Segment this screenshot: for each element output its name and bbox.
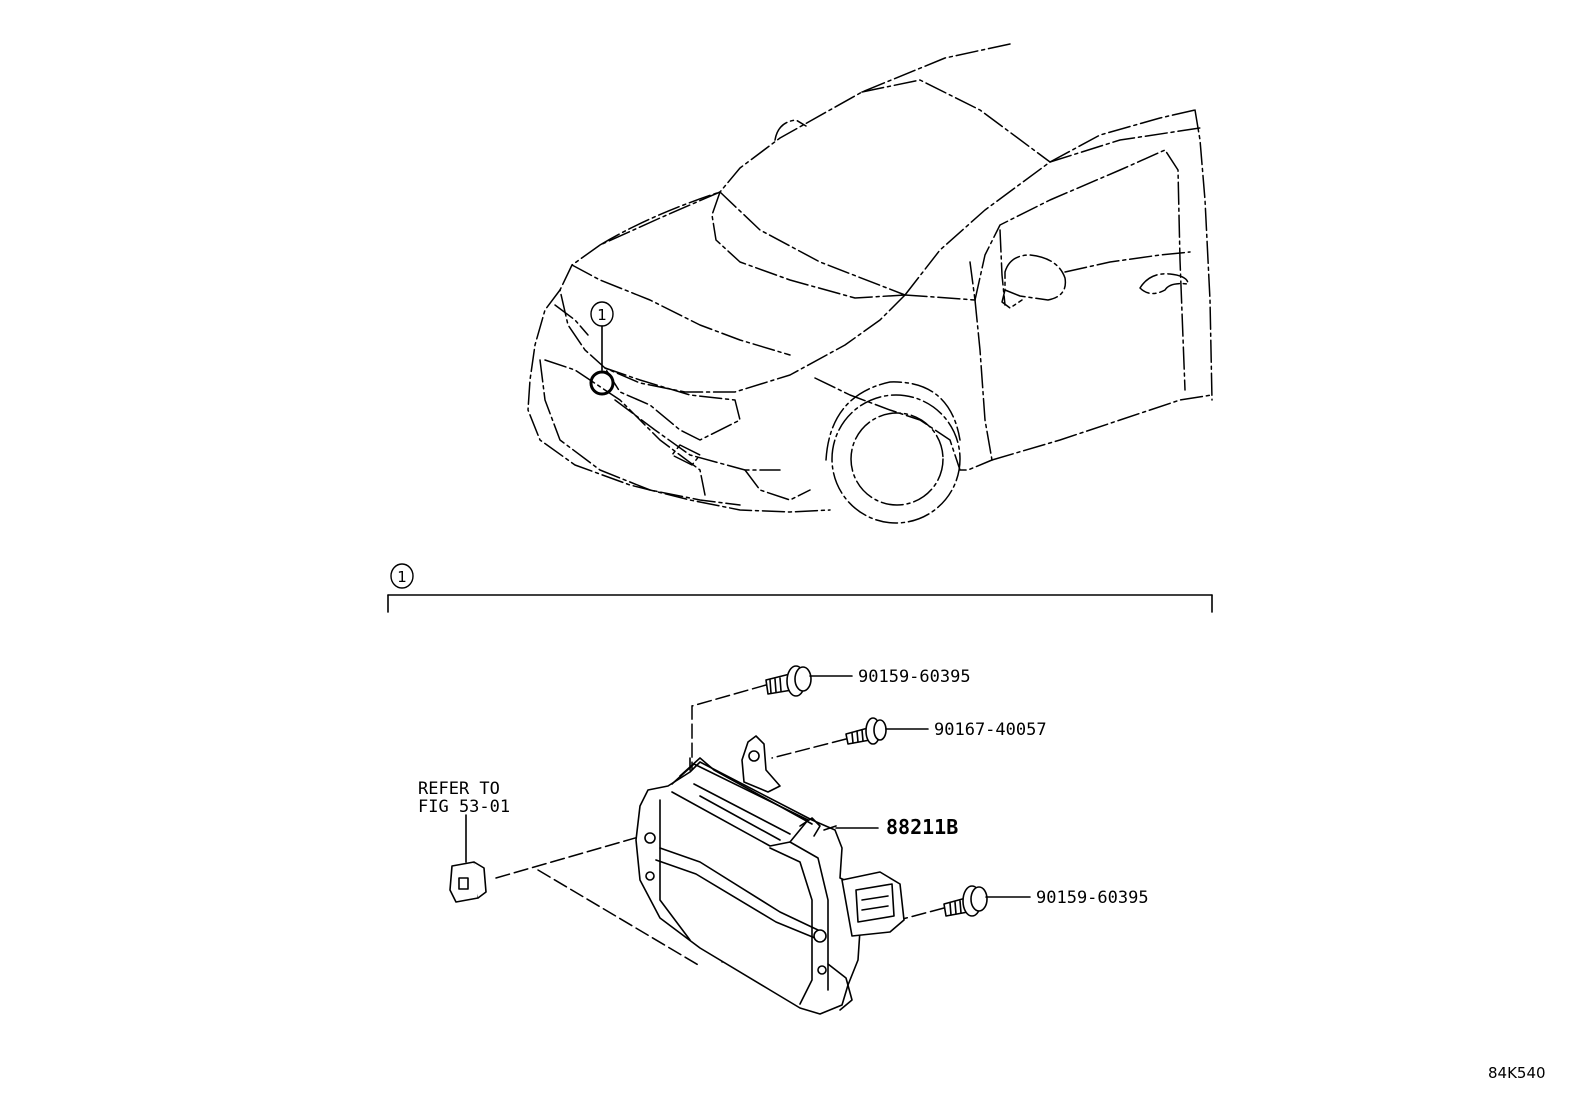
part-number-screw-mid: 90167-40057 <box>934 720 1047 740</box>
sensor-location-marker <box>589 370 615 396</box>
refer-line-2: FIG 53-01 <box>418 797 510 817</box>
figure-id: 84K540 <box>1488 1064 1546 1082</box>
vehicle-callout: 1 <box>589 301 615 396</box>
section-callout-number: 1 <box>397 568 407 586</box>
bolt-top <box>765 665 853 697</box>
vehicle-callout-number: 1 <box>597 306 607 324</box>
section-bracket: 1 <box>387 563 1213 613</box>
refer-line-1: REFER TO <box>418 779 500 799</box>
vehicle-outline <box>527 43 1213 524</box>
part-number-sensor: 88211B <box>886 815 958 839</box>
radar-sensor-unit <box>635 735 905 1015</box>
bolt-bottom <box>943 885 1031 917</box>
retainer-clip <box>449 814 487 903</box>
part-number-bolt-bottom: 90159-60395 <box>1036 888 1149 908</box>
part-number-bolt-top: 90159-60395 <box>858 667 971 687</box>
screw-mid <box>845 717 929 745</box>
